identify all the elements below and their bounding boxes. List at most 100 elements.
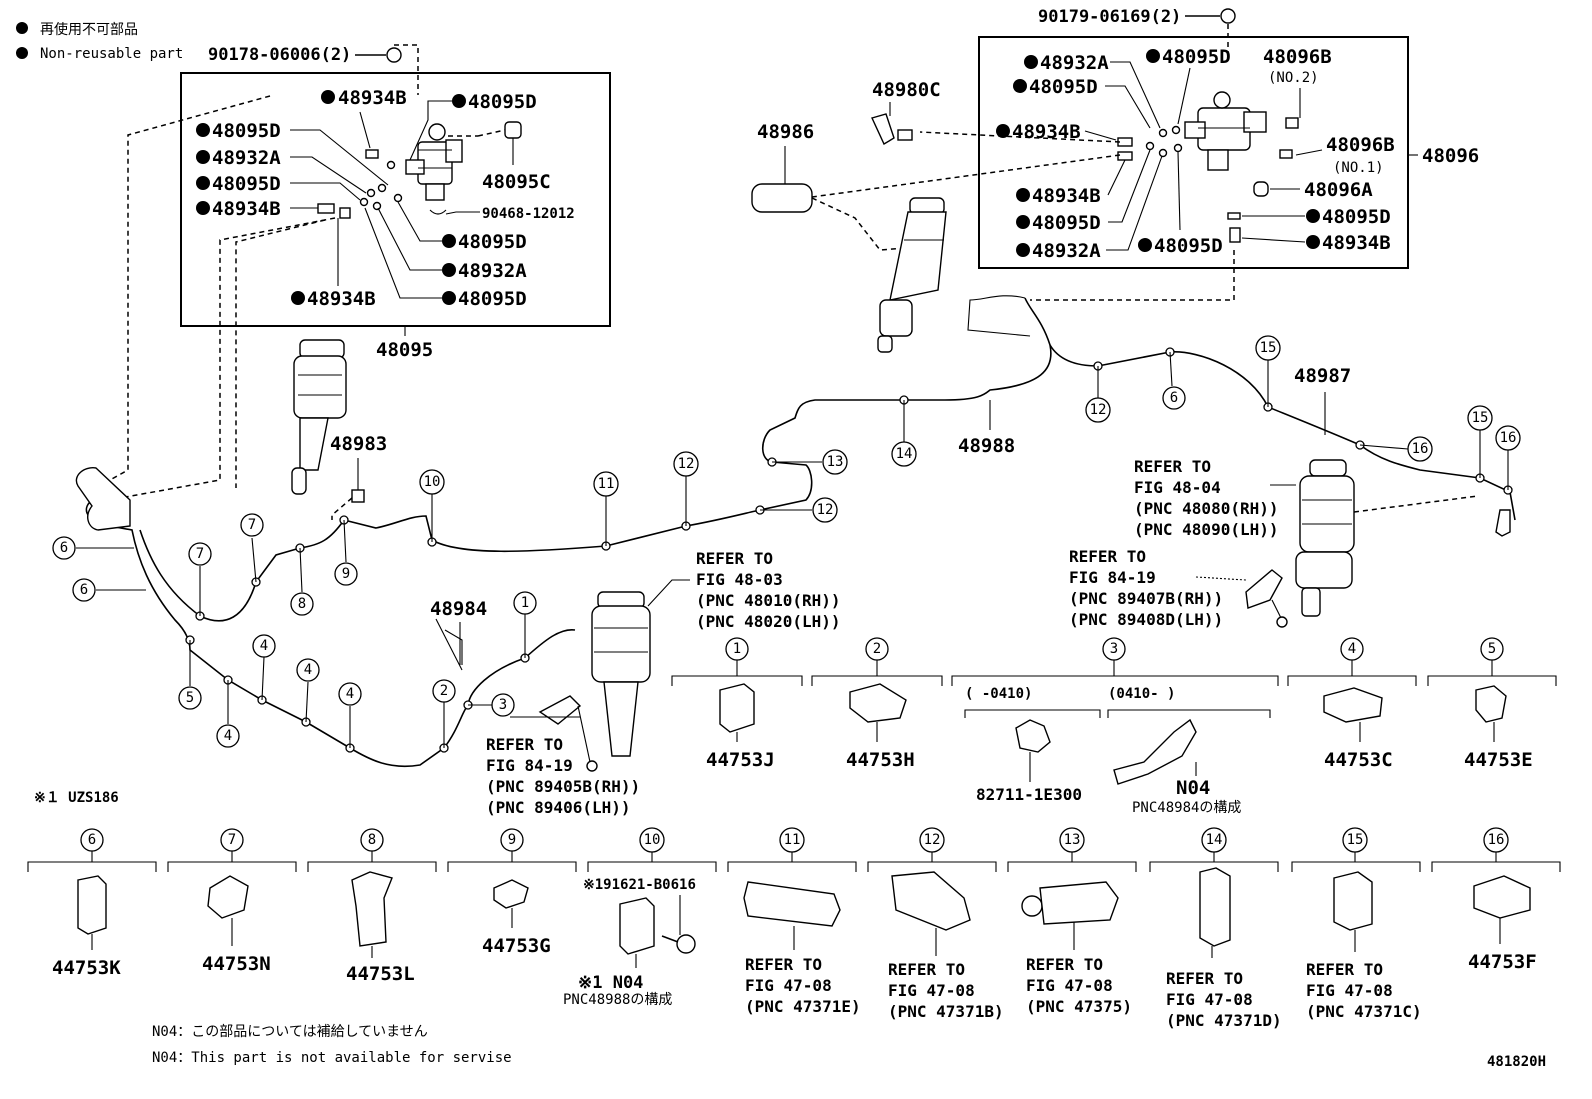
svg-text:10: 10 bbox=[644, 832, 661, 848]
svg-text:2: 2 bbox=[873, 641, 881, 657]
svg-text:12: 12 bbox=[678, 456, 695, 472]
left-valve-body-icon bbox=[405, 123, 463, 201]
clamp-part-number: 44753L bbox=[346, 963, 415, 985]
callouts: 1 2 3 4 4 4 4 5 6 6 7 7 8 9 10 11 12 12 … bbox=[52, 335, 1521, 748]
note-n04-en: N04：This part is not available for servi… bbox=[152, 1050, 512, 1066]
part-48095D: 48095D bbox=[212, 120, 281, 142]
clamp-icon bbox=[719, 683, 755, 733]
ref-front-4: (PNC 48020(LH)) bbox=[696, 612, 841, 631]
clamp-ref: REFER TO bbox=[888, 960, 965, 979]
left-valve-assembly: 90178-06006(2) bbox=[180, 44, 611, 361]
clamp-icon bbox=[207, 875, 249, 919]
svg-text:14: 14 bbox=[1206, 832, 1223, 848]
bolt-icon bbox=[676, 934, 696, 954]
clamp-icon bbox=[743, 881, 841, 927]
part-48934B: 48934B bbox=[307, 288, 376, 310]
part-48934B: 48934B bbox=[1032, 185, 1101, 207]
non-reusable-bullet-icon bbox=[16, 22, 28, 34]
clamp-ref: FIG 47-08 bbox=[1166, 990, 1253, 1009]
svg-text:16: 16 bbox=[1488, 832, 1505, 848]
clamp-icon bbox=[1199, 867, 1231, 947]
svg-text:4: 4 bbox=[1348, 641, 1356, 657]
bolt-label-right: 90179-06169(2) bbox=[1038, 7, 1181, 27]
clamp-ref: (PNC 47375) bbox=[1026, 997, 1132, 1016]
clamp-ref: (PNC 47371E) bbox=[745, 997, 861, 1016]
gasket-rings-icon bbox=[1117, 117, 1299, 243]
part-48984: 48984 bbox=[430, 598, 487, 620]
ref-height-front-2: FIG 84-19 bbox=[486, 756, 573, 775]
part-48980C: 48980C bbox=[872, 79, 941, 101]
ref-height-rear-3: (PNC 89407B(RH)) bbox=[1069, 589, 1223, 608]
callout: 12 bbox=[812, 497, 838, 523]
label-48096: 48096 bbox=[1422, 145, 1479, 167]
svg-text:3: 3 bbox=[499, 697, 507, 713]
clamp-part-number: 44753N bbox=[202, 953, 271, 975]
clamp-14: 14 REFER TO FIG 47-08 (PNC 47371D) bbox=[1149, 827, 1282, 1030]
bracket-left-icon bbox=[75, 467, 131, 531]
clamp-icon bbox=[619, 897, 655, 955]
right-valve-body-icon bbox=[1184, 91, 1267, 171]
non-reusable-bullet-icon bbox=[16, 47, 28, 59]
ref-rear-3: (PNC 48080(RH)) bbox=[1134, 499, 1279, 518]
clamp-part-number: 44753J bbox=[706, 749, 775, 771]
svg-text:12: 12 bbox=[924, 832, 941, 848]
legend-jp: 再使用不可部品 bbox=[40, 21, 138, 38]
height-sensor-rear-icon bbox=[1245, 569, 1288, 628]
clamp-4: 4 44753C bbox=[1287, 637, 1417, 771]
clamp-ref: FIG 47-08 bbox=[1306, 981, 1393, 1000]
part-48932A: 48932A bbox=[1032, 240, 1101, 262]
part-48932A: 48932A bbox=[458, 260, 527, 282]
clamp-11: 11 REFER TO FIG 47-08 (PNC 47371E) bbox=[727, 827, 861, 1016]
part-48096B-no1: (NO.1) bbox=[1333, 160, 1384, 176]
callout: 7 bbox=[188, 542, 212, 566]
figure-id: 481820H bbox=[1487, 1054, 1546, 1070]
clamp-ref: REFER TO bbox=[745, 955, 822, 974]
clamp-icon bbox=[1323, 687, 1383, 723]
svg-text:4: 4 bbox=[346, 686, 354, 702]
callout: 11 bbox=[593, 471, 619, 497]
svg-text:7: 7 bbox=[228, 832, 236, 848]
callout: 4 bbox=[296, 658, 320, 682]
part-48095D: 48095D bbox=[212, 173, 281, 195]
clamp-12: 12 REFER TO FIG 47-08 (PNC 47371B) bbox=[867, 827, 1004, 1021]
svg-text:4: 4 bbox=[304, 662, 312, 678]
svg-text:9: 9 bbox=[508, 832, 516, 848]
part-48986: 48986 bbox=[757, 121, 814, 143]
clamp-7: 7 44753N bbox=[167, 828, 297, 975]
clamp-part-number: 44753K bbox=[52, 957, 121, 979]
svg-text:14: 14 bbox=[896, 446, 913, 462]
right-valve-assembly: 90179-06169(2) 48932A bbox=[789, 7, 1479, 301]
cap-48095c-icon bbox=[504, 121, 522, 139]
clamp-ref: (PNC 47371C) bbox=[1306, 1002, 1422, 1021]
callout: 6 bbox=[52, 536, 76, 560]
part-48095D: 48095D bbox=[1032, 212, 1101, 234]
clamp-note: PNC48988の構成 bbox=[563, 992, 672, 1008]
callout: 13 bbox=[822, 449, 848, 475]
clamp-9: 9 44753G bbox=[447, 828, 577, 957]
svg-text:16: 16 bbox=[1412, 441, 1429, 457]
svg-text:7: 7 bbox=[196, 546, 204, 562]
callout: 1 bbox=[513, 591, 537, 615]
bolt-label-left: 90178-06006(2) bbox=[208, 45, 351, 65]
legend: 再使用不可部品 Non-reusable part bbox=[16, 21, 183, 62]
callout: 8 bbox=[290, 592, 314, 616]
part-48932A: 48932A bbox=[1040, 52, 1109, 74]
clamp-13: 13 REFER TO FIG 47-08 (PNC 47375) bbox=[1007, 827, 1137, 1016]
svg-text:12: 12 bbox=[1090, 402, 1107, 418]
clamp-part-number: 44753G bbox=[482, 935, 551, 957]
svg-text:4: 4 bbox=[224, 728, 232, 744]
clamp-icon bbox=[1333, 871, 1373, 931]
clamp-icon bbox=[891, 871, 971, 931]
note-n04-jp: N04：この部品については補給していません bbox=[152, 1024, 428, 1040]
callout: 12 bbox=[1085, 397, 1111, 423]
label-48095: 48095 bbox=[376, 339, 433, 361]
svg-text:6: 6 bbox=[1170, 390, 1178, 406]
callout: 7 bbox=[240, 513, 264, 537]
clamp-2: 2 44753H bbox=[811, 637, 943, 771]
part-48096B: 48096B bbox=[1263, 46, 1332, 68]
part-48987: 48987 bbox=[1294, 365, 1351, 387]
ref-height-front-1: REFER TO bbox=[486, 735, 563, 754]
clamp-bolt-number: ※191621-B0616 bbox=[583, 877, 696, 893]
clamp-ref: FIG 47-08 bbox=[1026, 976, 1113, 995]
